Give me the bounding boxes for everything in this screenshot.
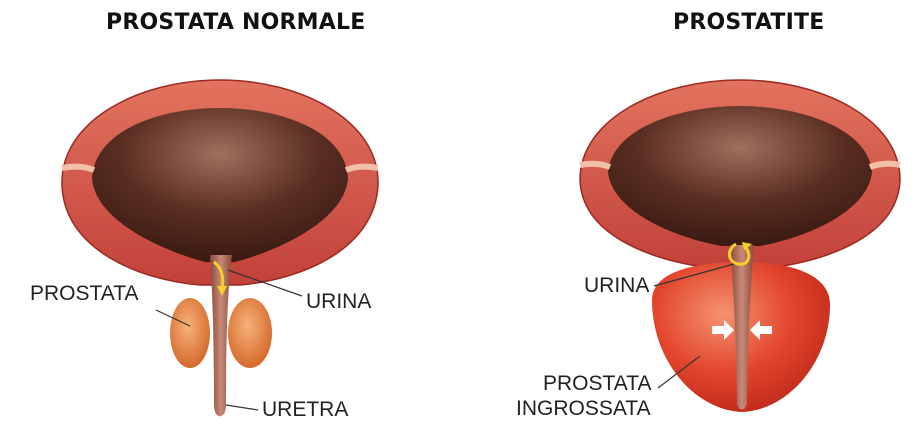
normal-bladder (62, 80, 378, 285)
leader-uretra (226, 405, 258, 410)
label-uretra: URETRA (262, 398, 348, 422)
label-urina: URINA (306, 290, 371, 314)
prostatitis-bladder (580, 80, 900, 268)
label-prostata-ingrossata-line2: INGROSSATA (516, 397, 651, 421)
label-prostata: PROSTATA (30, 282, 139, 306)
label-urina-2: URINA (584, 274, 649, 298)
label-prostata-ingrossata-line1: PROSTATA (543, 372, 652, 396)
